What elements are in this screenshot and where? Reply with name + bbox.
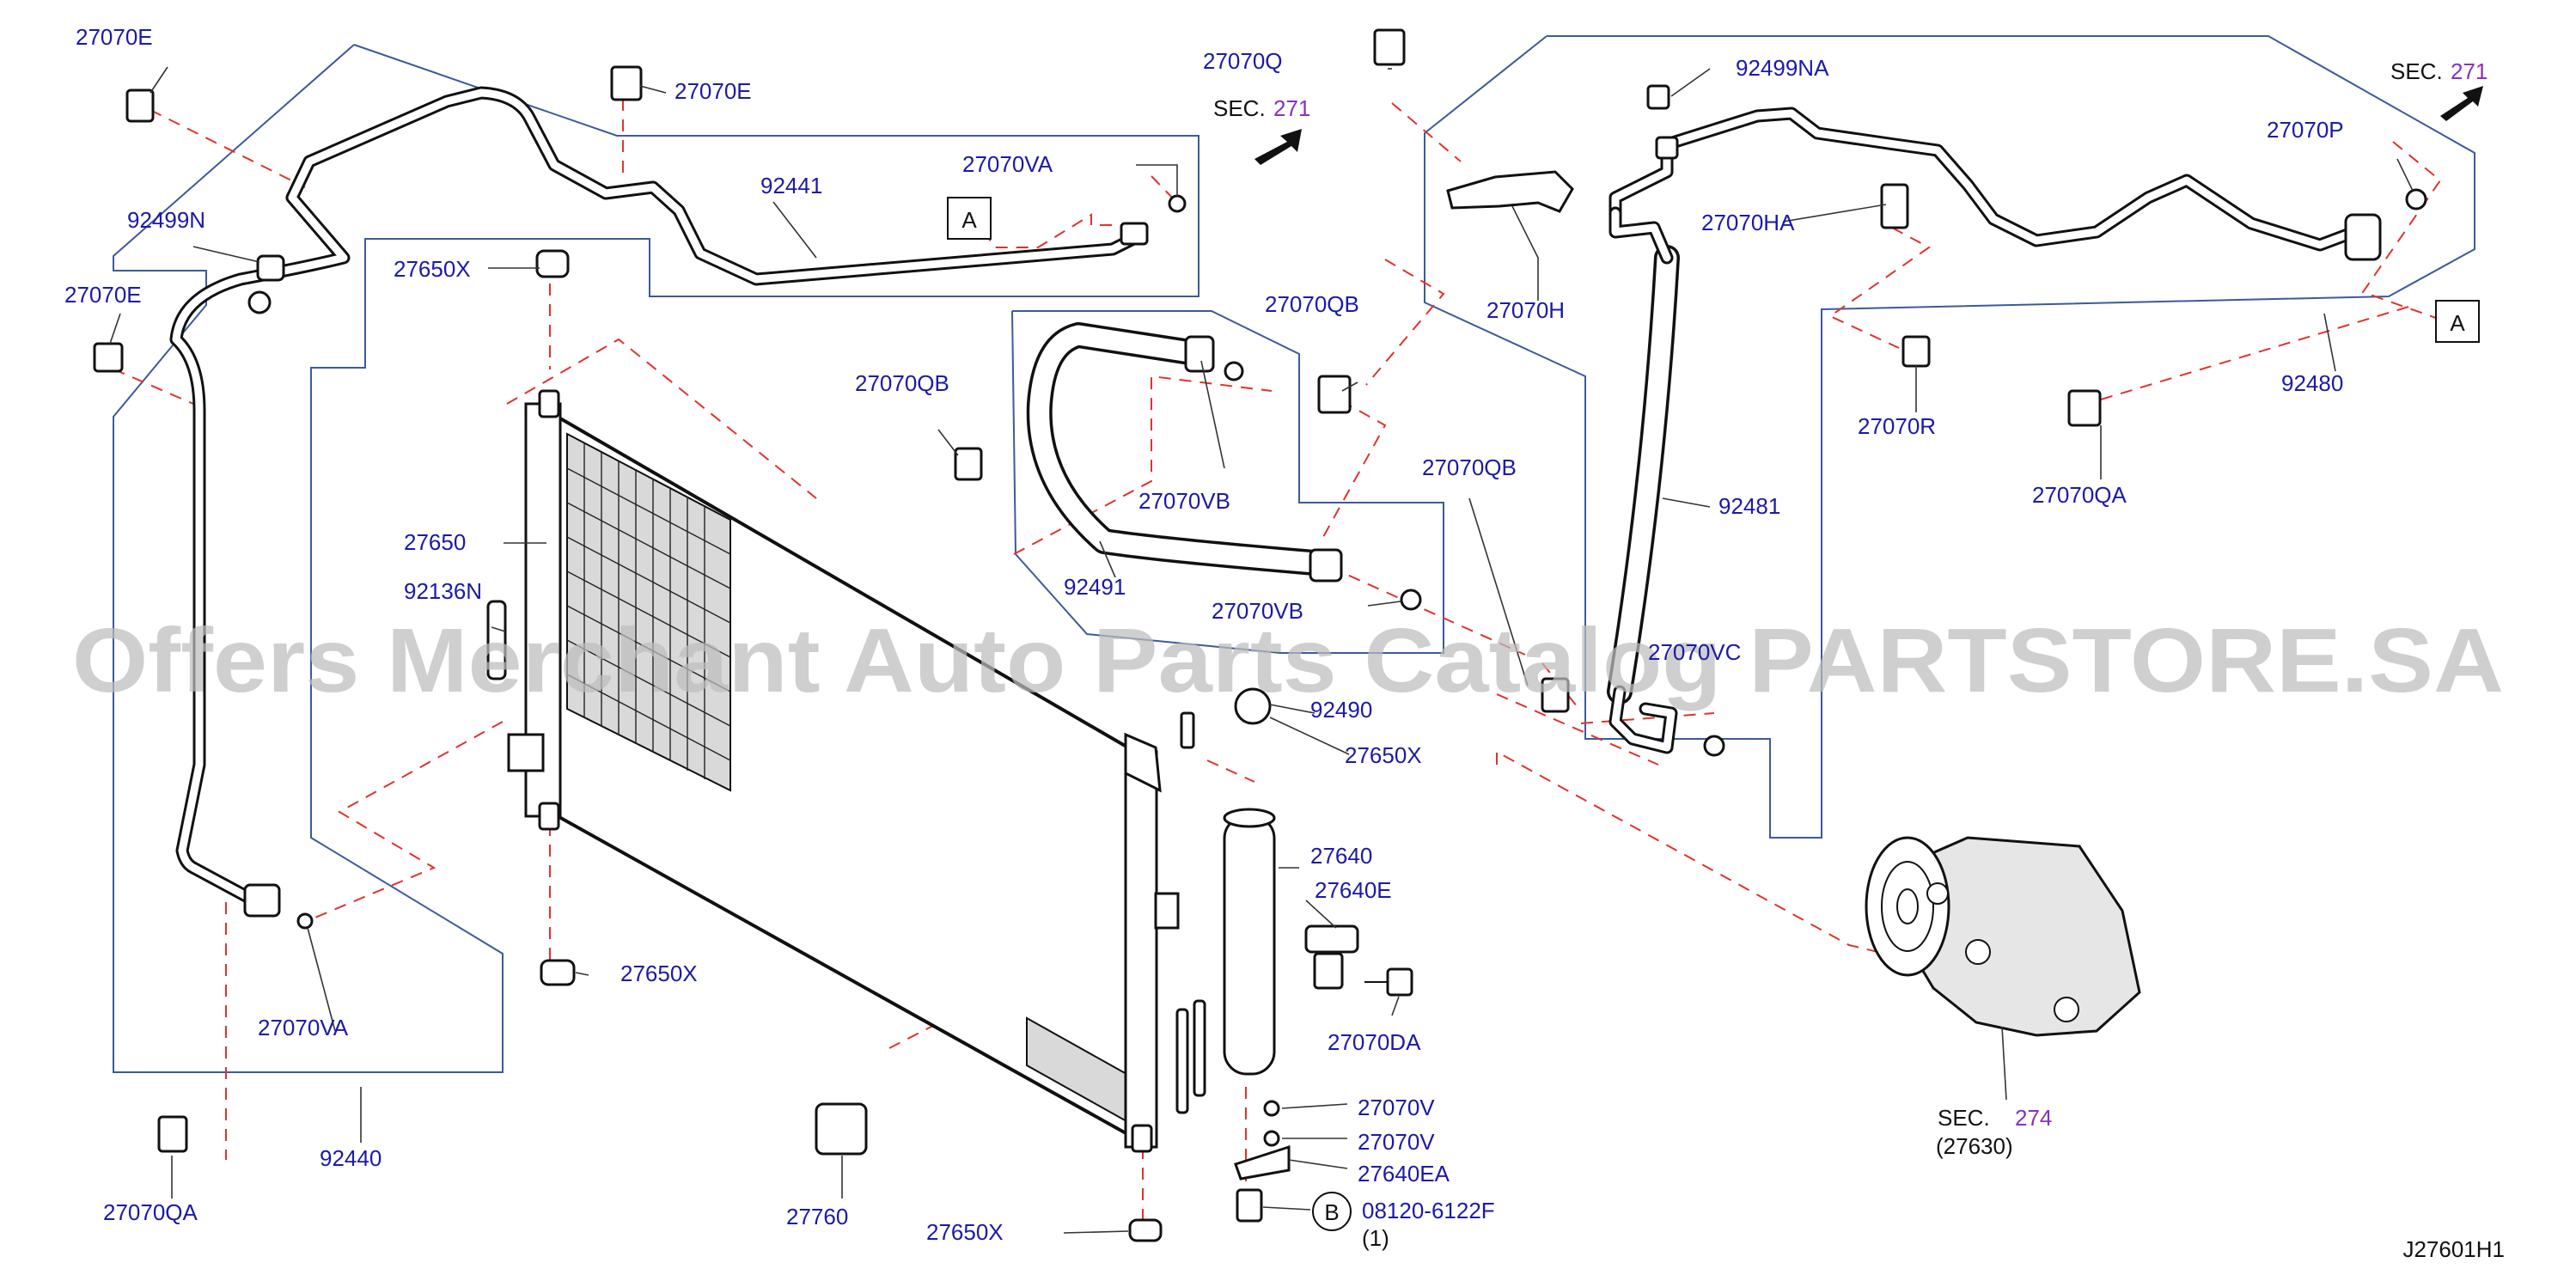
hose-92491 [1026, 322, 1343, 583]
label-92136N[interactable]: 92136N [404, 578, 482, 604]
svg-text:(27630): (27630) [1936, 1133, 2013, 1159]
callout-b: B [1312, 1192, 1352, 1231]
svg-text:B: B [1324, 1199, 1339, 1225]
svg-text:SEC.: SEC. [2390, 58, 2443, 84]
leader-lines [109, 66, 2414, 1234]
fasteners [93, 28, 2427, 1242]
svg-text:271: 271 [2451, 58, 2487, 84]
arrow-sec-271-right [2440, 86, 2483, 121]
svg-text:SEC.: SEC. [1213, 95, 1266, 121]
label-27070V-2[interactable]: 27070V [1358, 1129, 1435, 1155]
watermark-text: Offers Merchant Auto Parts Catalog PARTS… [72, 610, 2504, 711]
callout-a-right: A [2435, 300, 2480, 343]
svg-text:SEC.: SEC. [1938, 1105, 1990, 1131]
label-27070VC[interactable]: 27070VC [1648, 639, 1741, 665]
pipe-fitting-top [1120, 222, 1149, 246]
label-92490[interactable]: 92490 [1310, 697, 1372, 723]
label-27070HA[interactable]: 27070HA [1701, 210, 1795, 235]
clip-27640EA [1234, 1144, 1291, 1180]
label-27070VA-2[interactable]: 27070VA [258, 1015, 349, 1040]
pipe-92440 [169, 86, 1149, 918]
pipe-clip-upper [247, 290, 272, 314]
label-92499N[interactable]: 92499N [127, 207, 205, 233]
label-27070QB-2[interactable]: 27070QB [1265, 291, 1359, 317]
bolt-08120 [1236, 1188, 1263, 1223]
label-27070VA-1[interactable]: 27070VA [962, 151, 1053, 177]
label-27640E[interactable]: 27640E [1315, 877, 1392, 903]
svg-text:274: 274 [2015, 1105, 2052, 1131]
frame-92480 [1424, 35, 2475, 839]
part-labels: 27070E 27070E 27070E 92499N 92441 27070V… [64, 24, 2344, 1251]
svg-text:271: 271 [1273, 95, 1310, 121]
hose-92481 [1607, 206, 1680, 754]
label-27070QB-1[interactable]: 27070QB [855, 370, 949, 396]
svg-text:A: A [961, 207, 977, 233]
callout-a-left: A [947, 197, 992, 240]
label-27070P[interactable]: 27070P [2267, 117, 2344, 143]
label-27070QB-3[interactable]: 27070QB [1422, 454, 1517, 480]
label-27070Q[interactable]: 27070Q [1203, 48, 1283, 74]
label-92499NA[interactable]: 92499NA [1736, 55, 1829, 81]
compressor [1865, 836, 2141, 1037]
label-27640[interactable]: 27640 [1310, 843, 1372, 869]
label-27070E-1[interactable]: 27070E [76, 24, 153, 50]
label-92491[interactable]: 92491 [1064, 574, 1126, 600]
label-27070H[interactable]: 27070H [1486, 297, 1565, 323]
frame-92440 [113, 44, 1199, 1073]
label-92480[interactable]: 92480 [2281, 370, 2343, 396]
group-frames [113, 35, 2475, 1073]
label-27760[interactable]: 27760 [786, 1204, 848, 1229]
condenser-right-tank [1124, 750, 1158, 1149]
condenser-27650 [486, 389, 1206, 1153]
label-27070E-3[interactable]: 27070E [64, 282, 142, 308]
sec-arrows [1254, 86, 2483, 165]
label-27650X-1[interactable]: 27650X [394, 256, 471, 282]
bracket-27640E [1304, 924, 1359, 954]
frame-92491 [1011, 310, 1444, 654]
label-27070VB-2[interactable]: 27070VB [1212, 598, 1303, 624]
label-27070V-1[interactable]: 27070V [1358, 1095, 1435, 1120]
sensor-27760 [815, 1102, 868, 1156]
label-27070E-2[interactable]: 27070E [675, 78, 752, 104]
pipe-fitting-bottom [243, 883, 281, 918]
label-27070QA-1[interactable]: 27070QA [103, 1199, 198, 1225]
label-92440[interactable]: 92440 [320, 1145, 382, 1171]
label-27070DA[interactable]: 27070DA [1328, 1029, 1421, 1055]
qty-08120: (1) [1362, 1225, 1389, 1251]
sec-ref-271-right[interactable]: SEC. 271 [2390, 58, 2487, 84]
label-27070QA-2[interactable]: 27070QA [2032, 482, 2127, 508]
label-27070R[interactable]: 27070R [1858, 413, 1936, 439]
arrow-sec-271-left [1254, 129, 1302, 165]
label-92441[interactable]: 92441 [760, 173, 822, 198]
label-92481[interactable]: 92481 [1718, 493, 1780, 519]
sec-ref-274[interactable]: SEC. 274 (27630) [1936, 1105, 2052, 1159]
svg-text:A: A [2450, 310, 2465, 336]
label-27650X-2[interactable]: 27650X [620, 961, 698, 986]
diagram-code: J27601H1 [2402, 1236, 2505, 1262]
bracket-27070H [1446, 170, 1574, 213]
sec-ref-271-left[interactable]: SEC. 271 [1213, 95, 1310, 121]
label-27650[interactable]: 27650 [404, 529, 466, 555]
seal-92136N [486, 600, 507, 680]
bolt-27070DA [1386, 967, 1413, 997]
label-08120-6122F[interactable]: 08120-6122F [1362, 1198, 1495, 1223]
label-27650X-4[interactable]: 27650X [926, 1219, 1004, 1245]
label-27650X-3[interactable]: 27650X [1345, 742, 1422, 768]
receiver-drier-27640 [1223, 808, 1413, 1223]
label-27070VB-1[interactable]: 27070VB [1138, 488, 1230, 514]
label-27640EA[interactable]: 27640EA [1358, 1161, 1450, 1187]
pipe-92480 [1608, 107, 2382, 261]
